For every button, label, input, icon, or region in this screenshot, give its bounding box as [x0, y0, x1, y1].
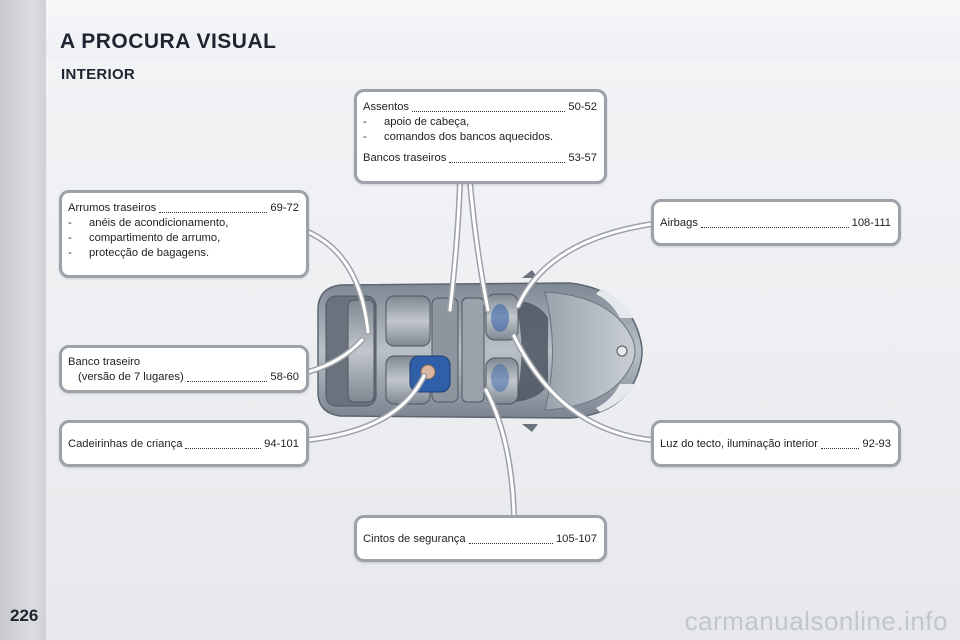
watermark: carmanualsonline.info	[684, 606, 948, 636]
dot-leader	[185, 448, 262, 449]
dot-leader	[412, 111, 566, 112]
dot-leader	[700, 227, 849, 228]
list-item: -protecção de bagagens.	[68, 247, 210, 259]
callout-airbags: Airbags 108-111	[651, 199, 901, 246]
callout-luz-do-tecto: Luz do tecto, iluminação interior 92-93	[651, 420, 901, 467]
callout-cintos: Cintos de segurança 105-107	[354, 515, 607, 562]
cadeirinhas-pages: 94-101	[264, 438, 299, 450]
bancos-traseiros-pages: 53-57	[568, 152, 597, 164]
airbags-label: Airbags	[660, 217, 698, 229]
banco-traseiro-label: Banco traseiro	[68, 356, 141, 368]
dot-leader	[468, 543, 553, 544]
airbags-pages: 108-111	[851, 217, 891, 229]
list-item: -comandos dos bancos aquecidos.	[363, 131, 554, 143]
car-body	[317, 270, 643, 432]
list-item: -compartimento de arrumo,	[68, 232, 221, 244]
dot-leader	[820, 448, 860, 449]
callout-arrumos-traseiros: Arrumos traseiros 69-72 -anéis de acondi…	[59, 190, 309, 278]
assentos-pages: 50-52	[568, 101, 597, 113]
callout-assentos: Assentos 50-52 -apoio de cabeça, -comand…	[354, 89, 607, 184]
page-title: A PROCURA VISUAL	[60, 30, 277, 53]
dot-leader	[159, 212, 268, 213]
callout-banco-traseiro: Banco traseiro (versão de 7 lugares) 58-…	[59, 345, 309, 393]
page-number: 226	[10, 606, 39, 625]
header-band	[46, 0, 960, 58]
assentos-label: Assentos	[363, 101, 410, 113]
bancos-traseiros-label: Bancos traseiros	[363, 152, 447, 164]
assentos-row: Assentos 50-52	[363, 100, 597, 115]
list-item: -apoio de cabeça,	[363, 116, 470, 128]
cintos-label: Cintos de segurança	[363, 533, 466, 545]
cintos-pages: 105-107	[555, 533, 597, 545]
cadeirinhas-label: Cadeirinhas de criança	[68, 438, 183, 450]
bancos-traseiros-row: Bancos traseiros 53-57	[363, 151, 597, 166]
arrumos-label: Arrumos traseiros	[68, 202, 157, 214]
left-margin-band	[0, 0, 46, 640]
section-subtitle: INTERIOR	[61, 66, 136, 83]
dot-leader	[186, 381, 268, 382]
callout-cadeirinhas: Cadeirinhas de criança 94-101	[59, 420, 309, 467]
list-item: -anéis de acondicionamento,	[68, 217, 229, 229]
arrumos-pages: 69-72	[270, 202, 299, 214]
dot-leader	[449, 162, 566, 163]
banco-traseiro-pages: 58-60	[270, 371, 299, 383]
banco-traseiro-sublabel: (versão de 7 lugares)	[78, 371, 184, 383]
luz-pages: 92-93	[862, 438, 891, 450]
luz-label: Luz do tecto, iluminação interior	[660, 438, 818, 450]
